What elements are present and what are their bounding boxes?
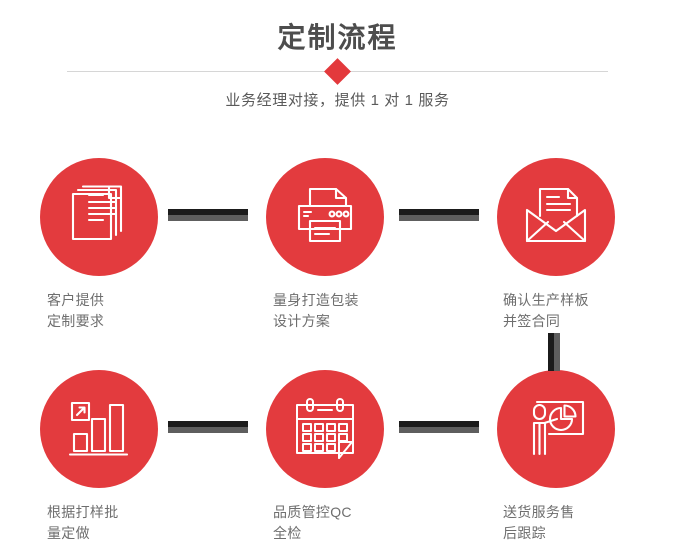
flow-step-3: 确认生产样板 并签合同 (476, 158, 636, 332)
flow-step-4-label-line2: 量定做 (47, 525, 90, 541)
flow-step-3-label: 确认生产样板 并签合同 (503, 290, 609, 332)
flow-step-2: 量身打造包装 设计方案 (245, 158, 405, 332)
page-title: 定制流程 (277, 22, 398, 53)
flow-step-3-label-line2: 并签合同 (503, 313, 561, 329)
connector-step5-step6 (399, 421, 479, 433)
flow-step-1: 客户提供 定制要求 (19, 158, 179, 332)
flow-step-5-label: 品质管控QC 全检 (273, 502, 377, 544)
flow-step-5-label-line2: 全检 (273, 525, 302, 541)
flow-step-2-circle (266, 158, 384, 276)
presenter-pie-chart-icon (523, 396, 589, 462)
connector-shadow (168, 427, 248, 433)
flow-step-5-circle (266, 370, 384, 488)
connector-shadow (399, 427, 479, 433)
flow-step-2-label: 量身打造包装 设计方案 (273, 290, 377, 332)
flow-step-6-label-line2: 后跟踪 (503, 525, 546, 541)
bar-chart-growth-icon (66, 396, 132, 462)
flow-step-1-label-line2: 定制要求 (47, 313, 105, 329)
envelope-document-icon (522, 183, 590, 251)
connector-shadow (399, 215, 479, 221)
flow-step-3-circle (497, 158, 615, 276)
title-divider (67, 58, 608, 85)
connector-step3-step6 (548, 333, 560, 371)
flow-step-3-label-line1: 确认生产样板 (503, 292, 589, 308)
flow-step-4: 根据打样批 量定做 (19, 370, 179, 544)
connector-shadow (554, 333, 560, 371)
flow-step-5: 品质管控QC 全检 (245, 370, 405, 544)
flow-step-6-label-line1: 送货服务售 (503, 504, 575, 520)
connector-bar (399, 421, 479, 427)
connector-step2-step3 (399, 209, 479, 221)
documents-icon (65, 183, 133, 251)
connector-step4-step5 (168, 421, 248, 433)
flow-step-1-label-line1: 客户提供 (47, 292, 105, 308)
page-header: 定制流程 业务经理对接，提供 1 对 1 服务 (0, 0, 675, 130)
flow-step-2-label-line1: 量身打造包装 (273, 292, 359, 308)
calendar-check-icon (292, 396, 358, 462)
flow-step-6: 送货服务售 后跟踪 (476, 370, 636, 544)
flow-step-4-label: 根据打样批 量定做 (47, 502, 151, 544)
connector-step1-step2 (168, 209, 248, 221)
flow-step-5-label-line1: 品质管控QC (273, 504, 352, 520)
flow-step-1-circle (40, 158, 158, 276)
flow-step-4-circle (40, 370, 158, 488)
flow-step-6-circle (497, 370, 615, 488)
connector-bar (168, 209, 248, 215)
flow-step-4-label-line1: 根据打样批 (47, 504, 119, 520)
connector-bar (548, 333, 554, 371)
flow-step-1-label: 客户提供 定制要求 (47, 290, 151, 332)
connector-bar (168, 421, 248, 427)
flow-step-2-label-line2: 设计方案 (273, 313, 331, 329)
page-subtitle: 业务经理对接，提供 1 对 1 服务 (225, 92, 450, 109)
connector-shadow (168, 215, 248, 221)
flow-step-6-label: 送货服务售 后跟踪 (503, 502, 609, 544)
connector-bar (399, 209, 479, 215)
printer-icon (291, 183, 359, 251)
